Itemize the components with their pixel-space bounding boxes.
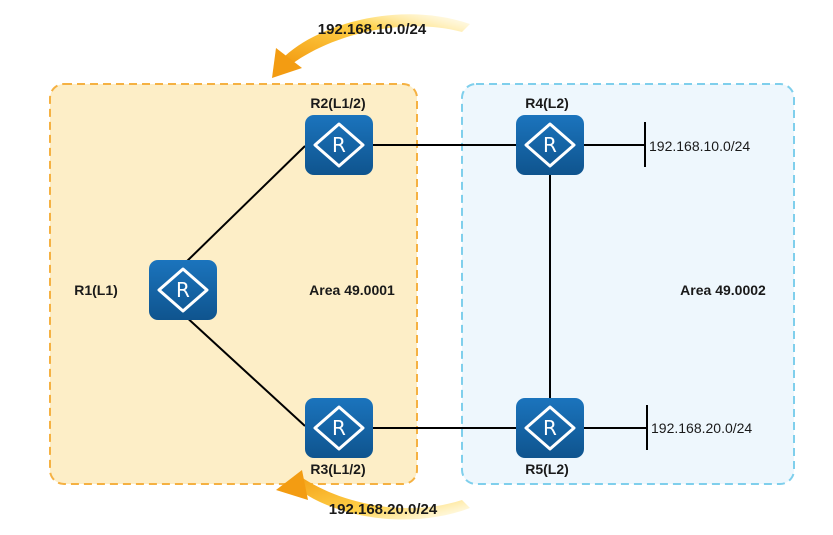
router-r4[interactable]: R — [516, 115, 584, 175]
router-r1[interactable]: R — [149, 260, 217, 320]
router-r2-label: R2(L1/2) — [310, 95, 365, 111]
router-r1-label: R1(L1) — [74, 282, 118, 298]
links — [182, 144, 647, 429]
svg-text:R: R — [543, 416, 557, 440]
router-r2[interactable]: R — [305, 115, 373, 175]
link-r1-r2 — [182, 145, 306, 266]
svg-text:R: R — [176, 278, 190, 302]
router-icon: R — [524, 122, 576, 168]
route-advertisement-bottom: 192.168.20.0/24 — [329, 501, 438, 518]
router-icon: R — [313, 122, 365, 168]
network-label-r5: 192.168.20.0/24 — [651, 420, 752, 436]
area-49-0002-label: Area 49.0002 — [680, 282, 766, 298]
area-49-0002-box — [461, 83, 795, 485]
router-icon: R — [157, 267, 209, 313]
network-label-r4: 192.168.10.0/24 — [649, 138, 750, 154]
router-r5-label: R5(L2) — [525, 461, 569, 477]
router-r4-label: R4(L2) — [525, 95, 569, 111]
curved-arrow-icon — [276, 470, 470, 520]
link-r1-r3 — [182, 313, 306, 427]
route-advertisement-top: 192.168.10.0/24 — [318, 21, 427, 38]
router-icon: R — [524, 405, 576, 451]
router-r3-label: R3(L1/2) — [310, 461, 365, 477]
area-49-0001-label: Area 49.0001 — [309, 282, 395, 298]
area-49-0001-box — [49, 83, 418, 485]
router-r3[interactable]: R — [305, 398, 373, 458]
svg-text:R: R — [543, 133, 557, 157]
router-r5[interactable]: R — [516, 398, 584, 458]
svg-text:R: R — [332, 133, 346, 157]
router-icon: R — [313, 405, 365, 451]
curved-arrow-icon — [272, 14, 470, 78]
svg-text:R: R — [332, 416, 346, 440]
